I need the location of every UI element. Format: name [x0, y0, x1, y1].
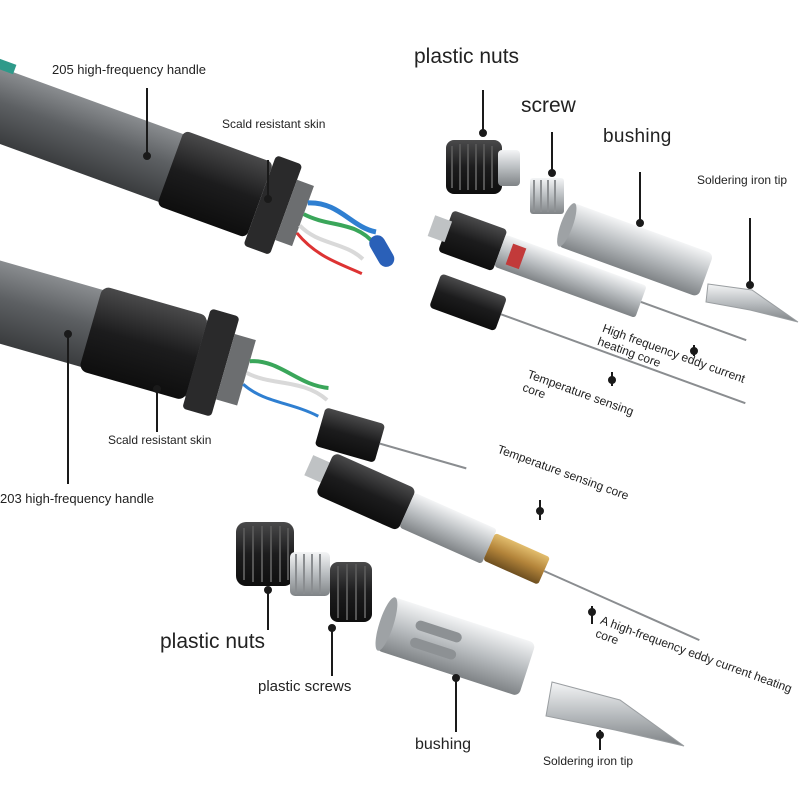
- handle-203: [0, 248, 329, 418]
- label-205-handle: 205 high-frequency handle: [52, 62, 206, 77]
- label-soldering-tip-bottom: Soldering iron tip: [543, 754, 634, 768]
- handle-205-grip: [158, 131, 272, 237]
- label-scald-skin-top: Scald resistant skin: [222, 117, 326, 131]
- label-bushing-bottom: bushing: [415, 736, 472, 753]
- handle-203-thread-ring: [183, 309, 239, 416]
- screw-top: [530, 178, 564, 214]
- plastic-nut-bottom: [236, 522, 330, 596]
- soldering-tip-bottom: [545, 681, 685, 747]
- leader-lines: [64, 88, 754, 750]
- plastic-nut-top: [446, 140, 520, 194]
- handle-205-thread-ring: [244, 156, 302, 254]
- label-plastic-nuts-top: plastic nuts: [414, 45, 520, 68]
- label-scald-skin-bottom: Scald resistant skin: [108, 433, 212, 447]
- handle-205: [0, 44, 395, 275]
- handle-203-grip: [80, 287, 207, 399]
- core-assembly-top: [427, 211, 747, 342]
- handle-205-body: [0, 54, 190, 203]
- label-bushing-top: bushing: [603, 126, 672, 147]
- handle-205-thread: [275, 179, 314, 247]
- handle-205-teal-ring: [0, 44, 17, 75]
- label-screw-top: screw: [521, 94, 576, 117]
- label-soldering-tip-top: Soldering iron tip: [697, 173, 788, 187]
- bushing-bottom: [375, 597, 535, 695]
- label-203-handle: 203 high-frequency handle: [0, 491, 154, 506]
- label-plastic-nuts-bottom: plastic nuts: [160, 630, 266, 653]
- core-assembly-bottom: [304, 454, 700, 642]
- soldering-tip-top: [705, 283, 799, 323]
- plastic-screw-bottom: [330, 562, 372, 622]
- bushing-top: [557, 203, 713, 296]
- label-plastic-screws-bottom: plastic screws: [258, 678, 352, 695]
